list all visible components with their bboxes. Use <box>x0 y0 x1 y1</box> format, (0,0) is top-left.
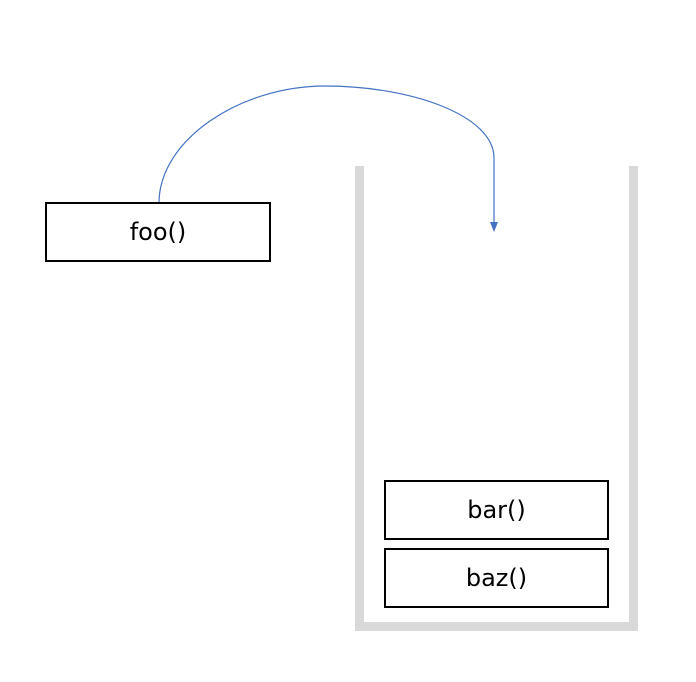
stack-frame-box: bar() <box>384 480 609 540</box>
push-arrowhead <box>490 222 498 232</box>
stack-frame-label: bar() <box>467 496 526 524</box>
stack-frame-label: baz() <box>465 564 528 592</box>
stack-right-wall <box>629 166 638 631</box>
push-arrow <box>158 85 495 222</box>
stack-left-wall <box>355 166 364 631</box>
stack-frame-box: baz() <box>384 548 609 608</box>
stack-bottom-wall <box>355 622 638 631</box>
pending-call-label: foo() <box>129 218 187 246</box>
pending-call-box: foo() <box>45 202 271 262</box>
